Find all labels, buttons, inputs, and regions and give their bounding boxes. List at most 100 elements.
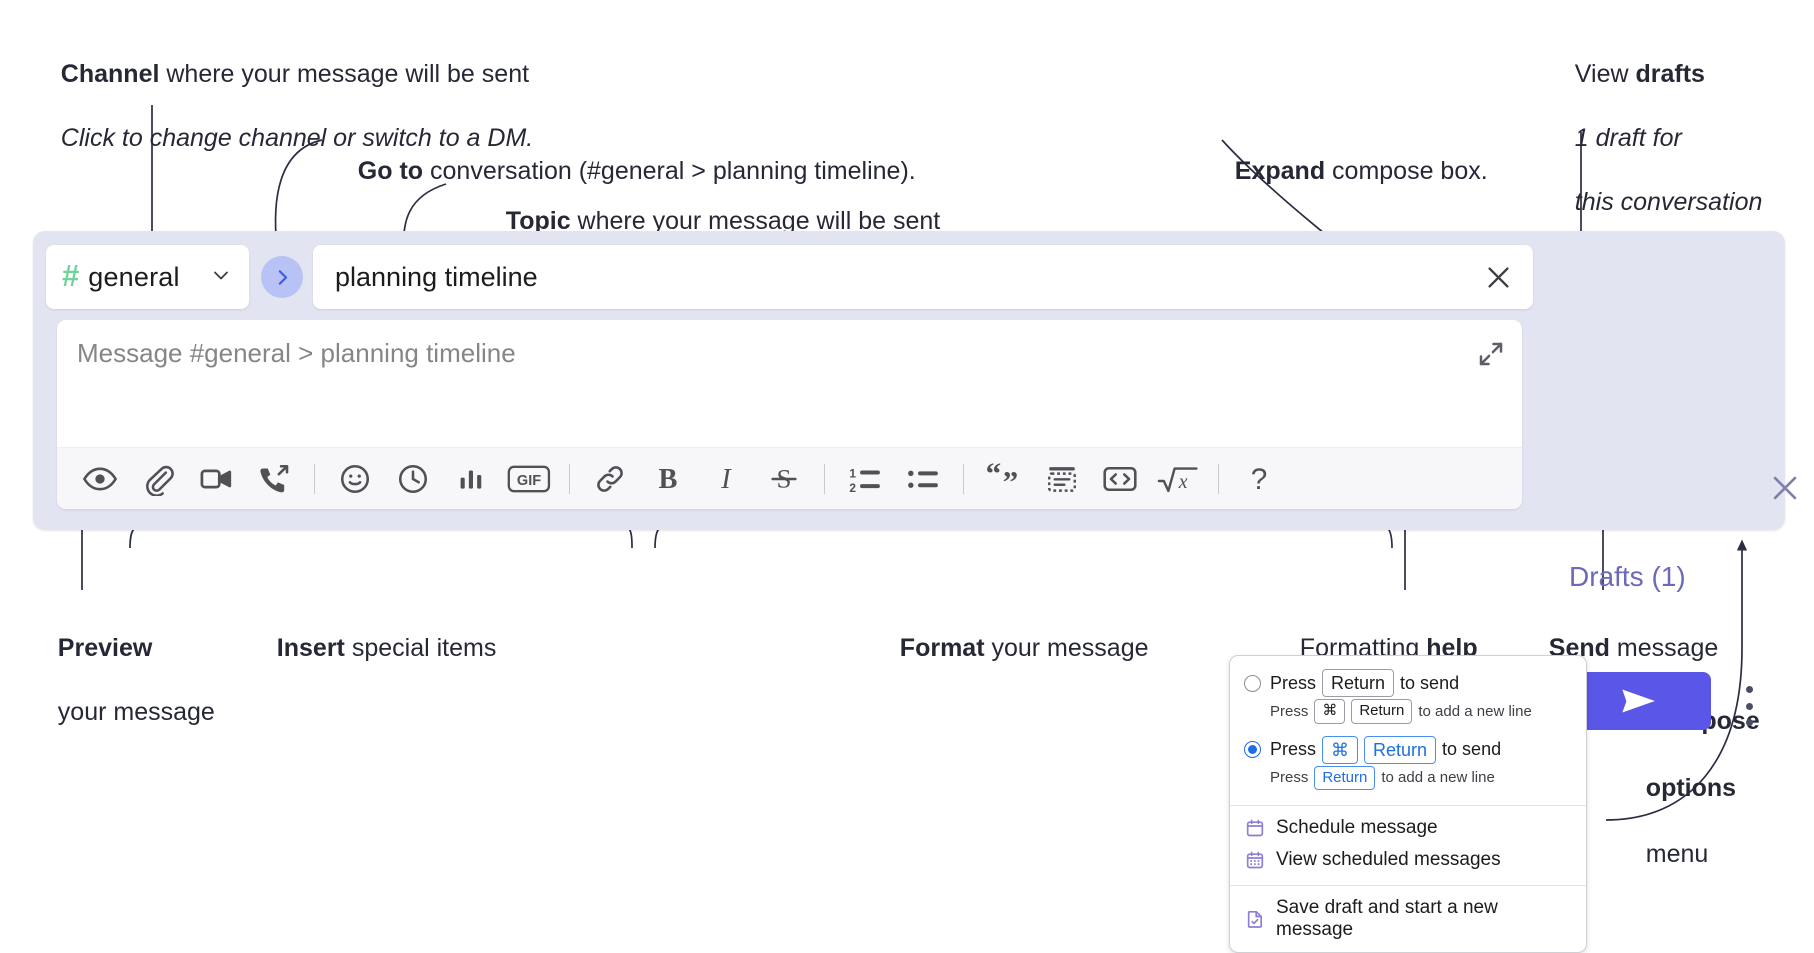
video-clip-button[interactable] xyxy=(187,456,245,502)
menu-item-save-draft[interactable]: Save draft and start a new message xyxy=(1230,892,1586,946)
annotation-expand-rest: compose box. xyxy=(1325,157,1488,185)
attach-file-button[interactable] xyxy=(129,456,187,502)
menu-item-label: Save draft and start a new message xyxy=(1276,897,1498,941)
annotation-compose-options-3: menu xyxy=(1645,840,1709,869)
toolbar-divider-2 xyxy=(569,463,570,494)
ordered-list-button[interactable]: 1 2 xyxy=(836,456,894,502)
chevron-down-icon xyxy=(209,263,233,292)
reminder-button[interactable] xyxy=(384,456,442,502)
clear-topic-button[interactable] xyxy=(1482,261,1515,294)
menu-option-0-sub-prefix: Press xyxy=(1270,702,1309,720)
poll-button[interactable] xyxy=(442,456,500,502)
annotation-send-rest: message xyxy=(1609,634,1719,662)
annotation-preview: Preview your message xyxy=(30,600,215,760)
formatting-help-button[interactable]: ? xyxy=(1230,456,1288,502)
close-compose-button[interactable] xyxy=(1768,471,1802,510)
blockquote-button[interactable]: “ ” xyxy=(975,456,1033,502)
emoji-smiley-icon xyxy=(340,464,370,493)
menu-option-0-sub-suffix: to add a new line xyxy=(1418,702,1532,720)
compose-header-row: # general planning timeline xyxy=(46,245,1533,309)
expand-compose-button[interactable] xyxy=(1476,339,1506,374)
compose-inner: # general planning timeline xyxy=(46,245,1533,517)
menu-option-row-1[interactable]: Press ⌘ Return to send Press Return to a… xyxy=(1230,730,1586,797)
svg-text:?: ? xyxy=(1251,462,1268,495)
emoji-button[interactable] xyxy=(326,456,384,502)
annotation-drafts-plain: View xyxy=(1574,60,1636,88)
more-vertical-icon-dot-1 xyxy=(1745,686,1753,693)
drafts-link[interactable]: Drafts (1) xyxy=(1569,561,1686,592)
bold-button[interactable]: B xyxy=(639,456,697,502)
toolbar-divider-3 xyxy=(824,463,825,494)
help-question-icon: ? xyxy=(1251,462,1268,495)
expand-diagonal-icon xyxy=(1479,342,1503,366)
compose-panel: Drafts (1) # general xyxy=(33,231,1797,730)
attachment-paperclip-icon xyxy=(146,465,174,496)
annotation-topic-rest: where your message will be sent xyxy=(570,207,941,235)
key-command: ⌘ xyxy=(1314,699,1346,724)
inline-code-icon xyxy=(1103,466,1137,491)
strikethrough-icon: S xyxy=(771,463,797,493)
topic-input[interactable]: planning timeline xyxy=(313,245,1533,309)
gif-button[interactable]: GIF xyxy=(500,456,558,502)
svg-text:2: 2 xyxy=(849,480,856,494)
ordered-list-icon: 1 2 xyxy=(849,466,880,494)
annotation-preview-strong: Preview xyxy=(57,634,153,662)
code-block-button[interactable] xyxy=(1033,456,1091,502)
svg-text:I: I xyxy=(720,464,732,495)
menu-option-1-prefix: Press xyxy=(1270,739,1317,760)
svg-text:x: x xyxy=(1178,471,1188,493)
key-return: Return xyxy=(1322,669,1395,698)
channel-selector[interactable]: # general xyxy=(46,245,249,309)
bulleted-list-icon xyxy=(908,470,938,488)
annotation-channel-strong: Channel xyxy=(60,60,160,88)
radio-cmd-return-to-send[interactable] xyxy=(1244,741,1261,759)
toolbar-divider-1 xyxy=(314,463,315,494)
svg-text:B: B xyxy=(659,464,678,495)
svg-text:”: ” xyxy=(1003,463,1019,495)
annotation-expand: Expand compose box. xyxy=(1207,123,1488,219)
message-input-box[interactable]: Message #general > planning timeline xyxy=(57,320,1522,509)
radio-return-to-send[interactable] xyxy=(1244,674,1261,692)
send-button[interactable] xyxy=(1566,672,1711,730)
menu-option-0-prefix: Press xyxy=(1270,672,1317,693)
phone-forward-icon xyxy=(260,464,289,492)
video-camera-icon xyxy=(200,469,232,488)
svg-text:GIF: GIF xyxy=(517,472,541,488)
formatting-toolbar: GIF B xyxy=(57,447,1522,509)
annotation-drafts-italic-2: this conversation xyxy=(1574,188,1763,216)
menu-option-1-suffix: to send xyxy=(1442,739,1502,760)
menu-option-1-sub-prefix: Press xyxy=(1270,769,1309,787)
document-check-icon xyxy=(1244,908,1266,930)
more-vertical-icon-dot-3 xyxy=(1745,719,1753,726)
close-icon xyxy=(1773,476,1797,500)
svg-text:“: “ xyxy=(986,462,1002,490)
audio-clip-button[interactable] xyxy=(245,456,303,502)
annotation-channel-rest: where your message will be sent xyxy=(159,60,530,88)
link-button[interactable] xyxy=(581,456,639,502)
annotation-expand-strong: Expand xyxy=(1234,157,1326,185)
annotation-goto-strong: Go to xyxy=(357,157,424,185)
italic-button[interactable]: I xyxy=(697,456,755,502)
annotation-compose-options-2: options xyxy=(1645,773,1737,802)
italic-icon: I xyxy=(720,464,732,495)
preview-icon xyxy=(82,467,118,490)
key-command: ⌘ xyxy=(1322,735,1359,764)
send-paper-plane-icon xyxy=(1621,689,1655,713)
math-sqrt-icon: x xyxy=(1157,466,1198,493)
inline-code-button[interactable] xyxy=(1091,456,1149,502)
annotation-format: Format your message xyxy=(872,600,1149,696)
annotation-drafts-italic-1: 1 draft for xyxy=(1574,124,1682,152)
menu-item-view-scheduled-messages[interactable]: View scheduled messages xyxy=(1230,844,1586,876)
annotation-topic: Topic where your message will be sent xyxy=(478,173,940,269)
goto-conversation-button[interactable] xyxy=(261,256,303,298)
annotation-topic-strong: Topic xyxy=(505,207,571,235)
bulleted-list-button[interactable] xyxy=(894,456,952,502)
menu-item-schedule-message[interactable]: Schedule message xyxy=(1230,812,1586,844)
annotation-drafts-strong: drafts xyxy=(1635,60,1705,88)
strikethrough-button[interactable]: S xyxy=(755,456,813,502)
math-button[interactable]: x xyxy=(1149,456,1207,502)
bar-chart-icon xyxy=(460,469,482,489)
menu-option-row-0[interactable]: Press Return to send Press ⌘ Return to a… xyxy=(1230,666,1586,730)
compose-options-button[interactable] xyxy=(1738,686,1760,726)
preview-button[interactable] xyxy=(71,456,129,502)
